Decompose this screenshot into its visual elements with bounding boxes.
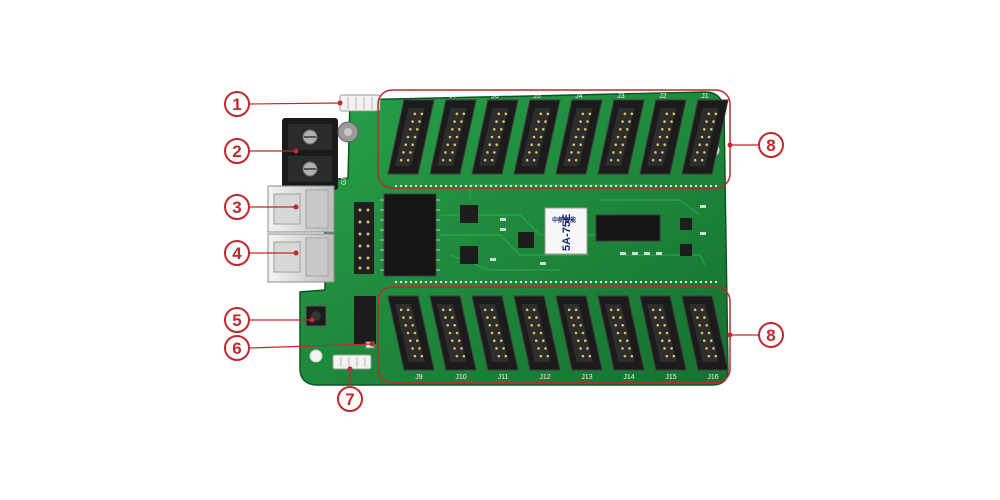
callout-4: 4 xyxy=(224,240,250,266)
mount-hole xyxy=(309,349,323,363)
svg-text:6: 6 xyxy=(232,339,241,358)
connector-label: J8 xyxy=(407,93,415,100)
power-connector-top xyxy=(339,94,381,112)
pin-header-left xyxy=(354,202,374,274)
hub-connector xyxy=(555,99,603,175)
hub-connector xyxy=(429,295,477,371)
smd-parts xyxy=(490,205,706,265)
hub-connector xyxy=(681,99,729,175)
hub-connector xyxy=(471,99,519,175)
rj45-port-top xyxy=(267,185,335,233)
hub-connector xyxy=(387,99,435,175)
connector-label: J1 xyxy=(701,93,709,100)
connector-label: J7 xyxy=(449,93,457,100)
hub-connector xyxy=(639,99,687,175)
bottom-connector-group: J9 J10 J11 J12 J13 J14 J15 J16 xyxy=(387,295,729,381)
callout-5: 5 xyxy=(224,307,250,333)
small-chip xyxy=(680,218,692,230)
svg-text:8: 8 xyxy=(766,326,775,345)
hub-connector xyxy=(597,99,645,175)
svg-text:7: 7 xyxy=(345,390,354,409)
small-chip xyxy=(460,246,478,264)
hub-connector xyxy=(429,99,477,175)
main-chip xyxy=(383,193,437,277)
hub-connector xyxy=(513,295,561,371)
hub-connector xyxy=(513,99,561,175)
connector-label: J2 xyxy=(659,93,667,100)
connector-label: J11 xyxy=(498,374,509,381)
callout-7: 7 xyxy=(337,386,363,412)
hub-connector xyxy=(471,295,519,371)
connector-label: J12 xyxy=(539,374,550,381)
highlight-box-top xyxy=(377,89,731,189)
svg-text:2: 2 xyxy=(232,142,241,161)
callout-leaders xyxy=(249,102,758,385)
hub-connector xyxy=(387,295,435,371)
callout-6: 6 xyxy=(224,335,250,361)
connector-label: J3 xyxy=(617,93,625,100)
pin-header-lower-left xyxy=(354,296,376,344)
connector-label: J13 xyxy=(581,374,592,381)
callout-3: 3 xyxy=(224,194,250,220)
callout-1: 1 xyxy=(224,91,250,117)
connector-label: J10 xyxy=(455,374,466,381)
memory-chip xyxy=(595,214,661,242)
hub-connector xyxy=(681,295,729,371)
hub-connector xyxy=(597,295,645,371)
connector-label: J15 xyxy=(665,374,676,381)
svg-text:8: 8 xyxy=(766,136,775,155)
connector-label: J14 xyxy=(623,374,634,381)
callout-8-bottom: 8 xyxy=(758,322,784,348)
connector-label: J9 xyxy=(415,374,423,381)
brand-text: 中航智能 xyxy=(552,216,576,224)
label-sticker xyxy=(544,207,588,255)
small-chip xyxy=(680,244,692,256)
silk-gnd: GND xyxy=(341,169,348,185)
connector-label: J6 xyxy=(491,93,499,100)
connector-label: J16 xyxy=(707,374,718,381)
rj45-port-bottom xyxy=(267,233,335,283)
callout-2: 2 xyxy=(224,138,250,164)
small-chip xyxy=(460,205,478,223)
connector-label: J5 xyxy=(533,93,541,100)
svg-text:5: 5 xyxy=(232,311,241,330)
svg-text:1: 1 xyxy=(232,95,241,114)
top-connector-group: J8 J7 J6 J5 J4 J3 J2 J1 xyxy=(387,93,729,175)
small-chip xyxy=(518,232,534,248)
connector-label: J4 xyxy=(575,93,583,100)
svg-text:3: 3 xyxy=(232,198,241,217)
hub-connector xyxy=(555,295,603,371)
hub-connector xyxy=(639,295,687,371)
svg-text:4: 4 xyxy=(232,244,242,263)
callout-8-top: 8 xyxy=(758,132,784,158)
chip-label: 5A-75E xyxy=(561,214,573,251)
